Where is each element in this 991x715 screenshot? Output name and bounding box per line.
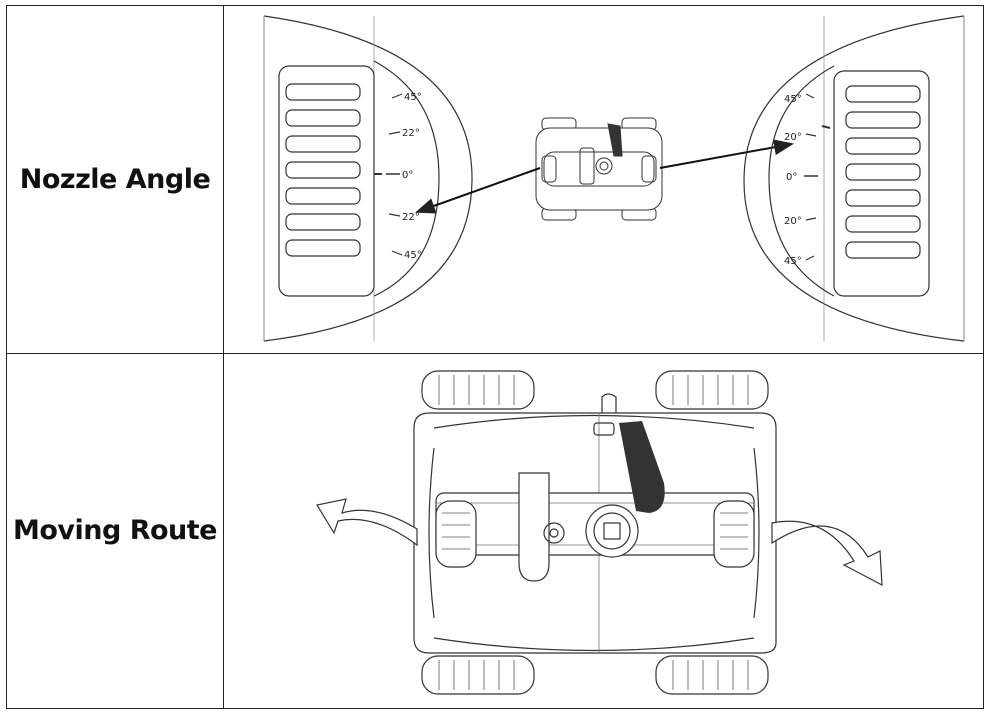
- small-robot-topview: [535, 117, 663, 221]
- right-pointer-arrow: [659, 139, 794, 169]
- robot-body: [413, 393, 777, 654]
- right-scale-tick: 20°: [784, 132, 802, 143]
- left-scale-tick: 22°: [402, 212, 420, 223]
- moving-route-figure: [224, 353, 983, 708]
- left-nozzle-zoom: [263, 15, 473, 342]
- nozzle-angle-label: Nozzle Angle: [19, 164, 211, 195]
- moving-route-row: Moving Route: [7, 353, 983, 708]
- right-scale-tick: 45°: [784, 256, 802, 267]
- right-scale-tick: 45°: [784, 94, 802, 105]
- right-nozzle-zoom: [743, 15, 965, 342]
- robot-wheels: [421, 370, 769, 695]
- left-scale-tick: 45°: [404, 92, 422, 103]
- left-pointer-arrow: [415, 167, 541, 214]
- left-scale-tick: 45°: [404, 250, 422, 261]
- right-nozzle-ribs: [845, 85, 921, 259]
- row-label-cell: Moving Route: [7, 353, 224, 708]
- nozzle-angle-figure: 45° 22° 0° 22° 45°: [224, 6, 983, 353]
- nozzle-angle-diagram: 45° 22° 0° 22° 45°: [263, 15, 965, 342]
- left-nozzle-ribs: [285, 83, 361, 257]
- spec-table: Nozzle Angle: [6, 5, 984, 709]
- left-route-arrow: [316, 498, 418, 547]
- moving-route-diagram: [316, 370, 883, 695]
- right-scale-tick: 20°: [784, 216, 802, 227]
- left-scale-tick: 22°: [402, 128, 420, 139]
- left-scale-tick: 0°: [402, 170, 413, 181]
- moving-route-label: Moving Route: [12, 515, 218, 546]
- right-route-arrow: [771, 520, 883, 587]
- right-scale-tick: 0°: [786, 172, 797, 183]
- nozzle-fin: [619, 421, 665, 513]
- row-label-cell: Nozzle Angle: [7, 6, 224, 353]
- nozzle-angle-row: Nozzle Angle: [7, 6, 983, 354]
